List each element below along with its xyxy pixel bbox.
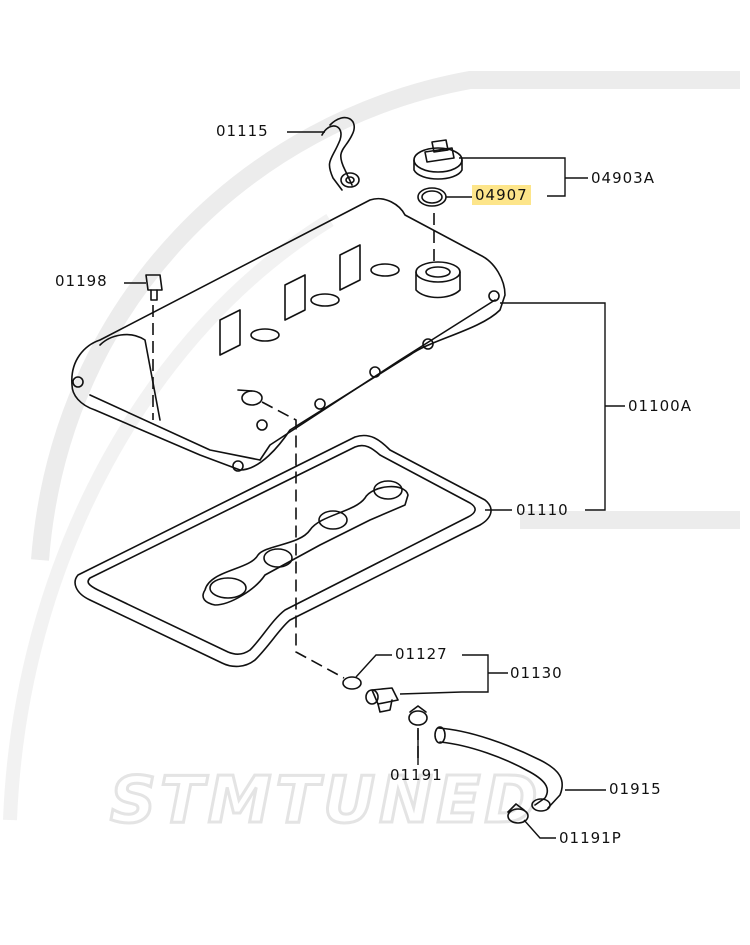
watermark-text: STMTUNED (110, 764, 541, 838)
rocker-cover-gasket-drawing (74, 434, 492, 668)
watermark (3, 71, 740, 821)
label-01191[interactable]: 01191 (390, 766, 443, 784)
label-01198[interactable]: 01198 (55, 272, 108, 290)
leader-lines (124, 131, 625, 839)
rocker-cover-drawing (71, 197, 506, 472)
hose-clamp-lower-drawing (507, 803, 529, 824)
oil-cap-gasket-drawing (417, 187, 447, 207)
pcv-hose-drawing (434, 726, 564, 812)
label-04903A[interactable]: 04903A (591, 169, 655, 187)
label-01100A[interactable]: 01100A (628, 397, 692, 415)
hose-clamp-drawing (408, 705, 428, 726)
label-01110[interactable]: 01110 (516, 501, 569, 519)
label-01191P[interactable]: 01191P (559, 829, 622, 847)
label-04907[interactable]: 04907 (472, 185, 531, 205)
label-01115[interactable]: 01115 (216, 122, 269, 140)
bolt-drawing (145, 274, 163, 301)
oil-filler-cap-drawing (413, 139, 463, 180)
label-01915[interactable]: 01915 (609, 780, 662, 798)
pcv-valve-drawing (365, 687, 399, 713)
label-01127[interactable]: 01127 (395, 645, 448, 663)
breather-hose-drawing (321, 116, 360, 191)
label-04907-text: 04907 (472, 185, 531, 205)
o-ring-drawing (342, 676, 362, 690)
label-01130[interactable]: 01130 (510, 664, 563, 682)
